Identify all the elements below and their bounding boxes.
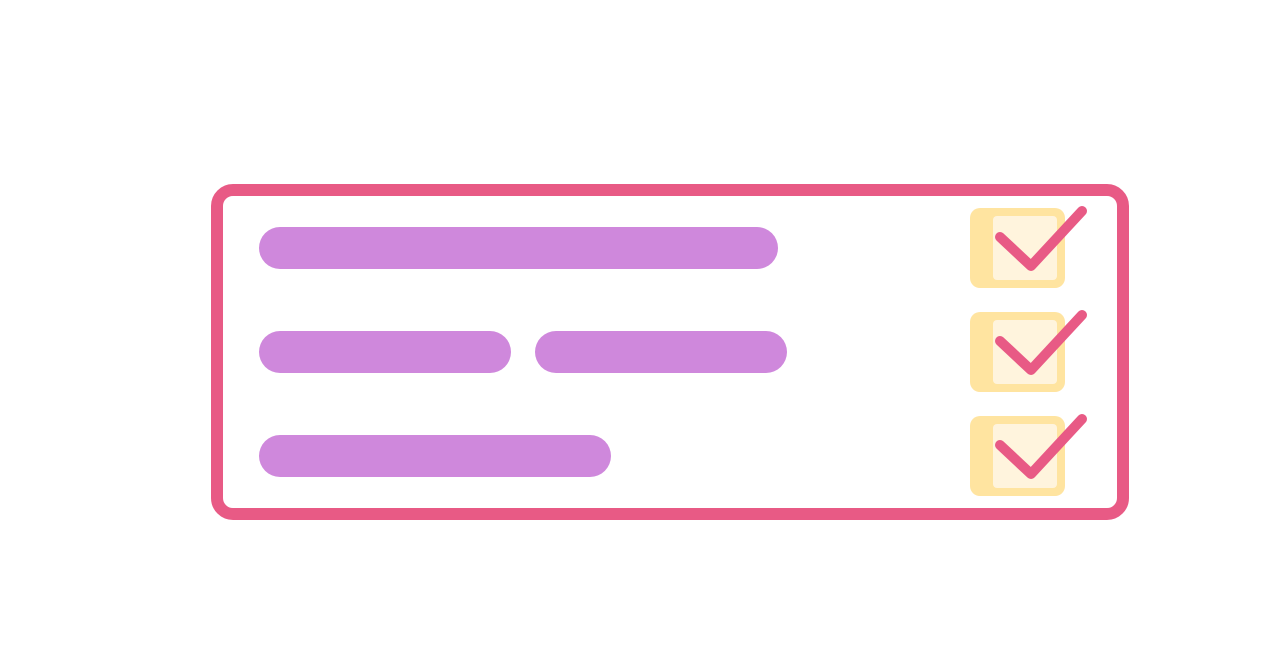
checkmark-icon [995, 414, 1087, 479]
checkbox-graphic [970, 414, 1087, 496]
text-placeholder-bar [259, 331, 511, 373]
checkbox-inner [993, 320, 1057, 384]
checkbox-checked[interactable] [970, 310, 1087, 392]
checkbox-checked[interactable] [970, 206, 1087, 288]
checkbox-inner [993, 424, 1057, 488]
text-placeholder-bar [535, 331, 787, 373]
text-placeholder-bar [259, 227, 778, 269]
checkbox-graphic [970, 310, 1087, 392]
checkmark-icon [995, 310, 1087, 375]
checkbox-checked[interactable] [970, 414, 1087, 496]
checkbox-graphic [970, 206, 1087, 288]
checkbox-inner [993, 216, 1057, 280]
checkmark-icon [995, 206, 1087, 271]
text-placeholder-bar [259, 435, 611, 477]
